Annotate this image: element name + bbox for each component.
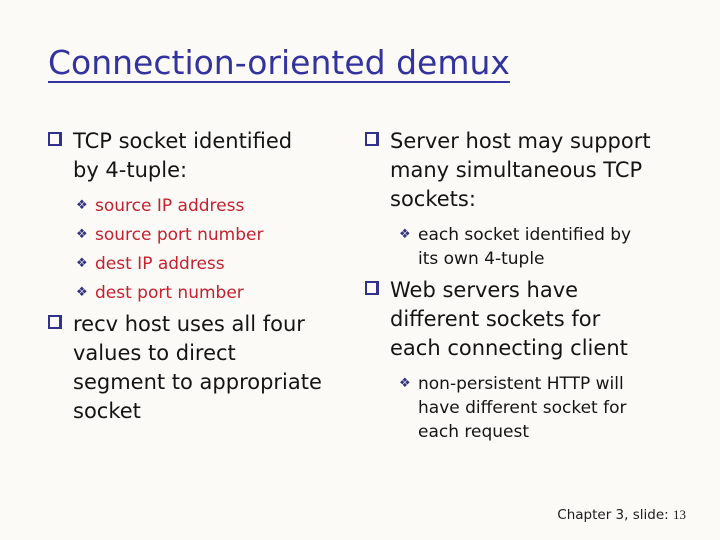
sub-item-source-ip: ❖ source IP address <box>48 194 348 218</box>
bullet-text: Web servers have different sockets for e… <box>390 278 628 360</box>
bullet-text: dest IP address <box>95 254 225 274</box>
slide-number: 13 <box>673 507 686 522</box>
bullet-text: TCP socket identified by 4-tuple: <box>73 129 293 182</box>
diamond-bullet-icon: ❖ <box>399 376 411 391</box>
sub-item-dest-ip: ❖ dest IP address <box>48 252 348 276</box>
slide-body: TCP socket identified by 4-tuple: ❖ sour… <box>48 127 702 449</box>
bullet-item-tcp-socket: TCP socket identified by 4-tuple: <box>48 127 348 185</box>
bullet-text: each socket identified by its own 4-tupl… <box>418 225 632 269</box>
bullet-text: source port number <box>95 225 264 245</box>
square-bullet-icon <box>365 132 379 146</box>
bullet-text: Server host may support many simultaneou… <box>390 129 651 211</box>
diamond-bullet-icon: ❖ <box>76 256 88 271</box>
bullet-item-web-servers: Web servers have different sockets for e… <box>365 276 702 363</box>
slide-footer: Chapter 3, slide: 13 <box>557 507 686 523</box>
bullet-text: source IP address <box>95 196 245 216</box>
sub-item-non-persistent-http: ❖ non-persistent HTTP will have differen… <box>365 372 702 444</box>
bullet-item-recv-host: recv host uses all four values to direct… <box>48 310 348 426</box>
footer-label: Chapter 3, slide: <box>557 507 669 523</box>
right-column: Server host may support many simultaneou… <box>365 127 702 449</box>
sub-item-source-port: ❖ source port number <box>48 223 348 247</box>
diamond-bullet-icon: ❖ <box>76 198 88 213</box>
bullet-text: recv host uses all four values to direct… <box>73 312 322 423</box>
square-bullet-icon <box>48 132 62 146</box>
sub-item-dest-port: ❖ dest port number <box>48 281 348 305</box>
bullet-text: non-persistent HTTP will have different … <box>418 374 627 442</box>
bullet-item-server-host: Server host may support many simultaneou… <box>365 127 702 214</box>
diamond-bullet-icon: ❖ <box>399 227 411 242</box>
diamond-bullet-icon: ❖ <box>76 285 88 300</box>
square-bullet-icon <box>365 281 379 295</box>
bullet-text: dest port number <box>95 283 244 303</box>
diamond-bullet-icon: ❖ <box>76 227 88 242</box>
slide-title: Connection-oriented demux <box>48 43 510 82</box>
square-bullet-icon <box>48 315 62 329</box>
sub-item-each-socket: ❖ each socket identified by its own 4-tu… <box>365 223 702 271</box>
left-column: TCP socket identified by 4-tuple: ❖ sour… <box>48 127 348 449</box>
